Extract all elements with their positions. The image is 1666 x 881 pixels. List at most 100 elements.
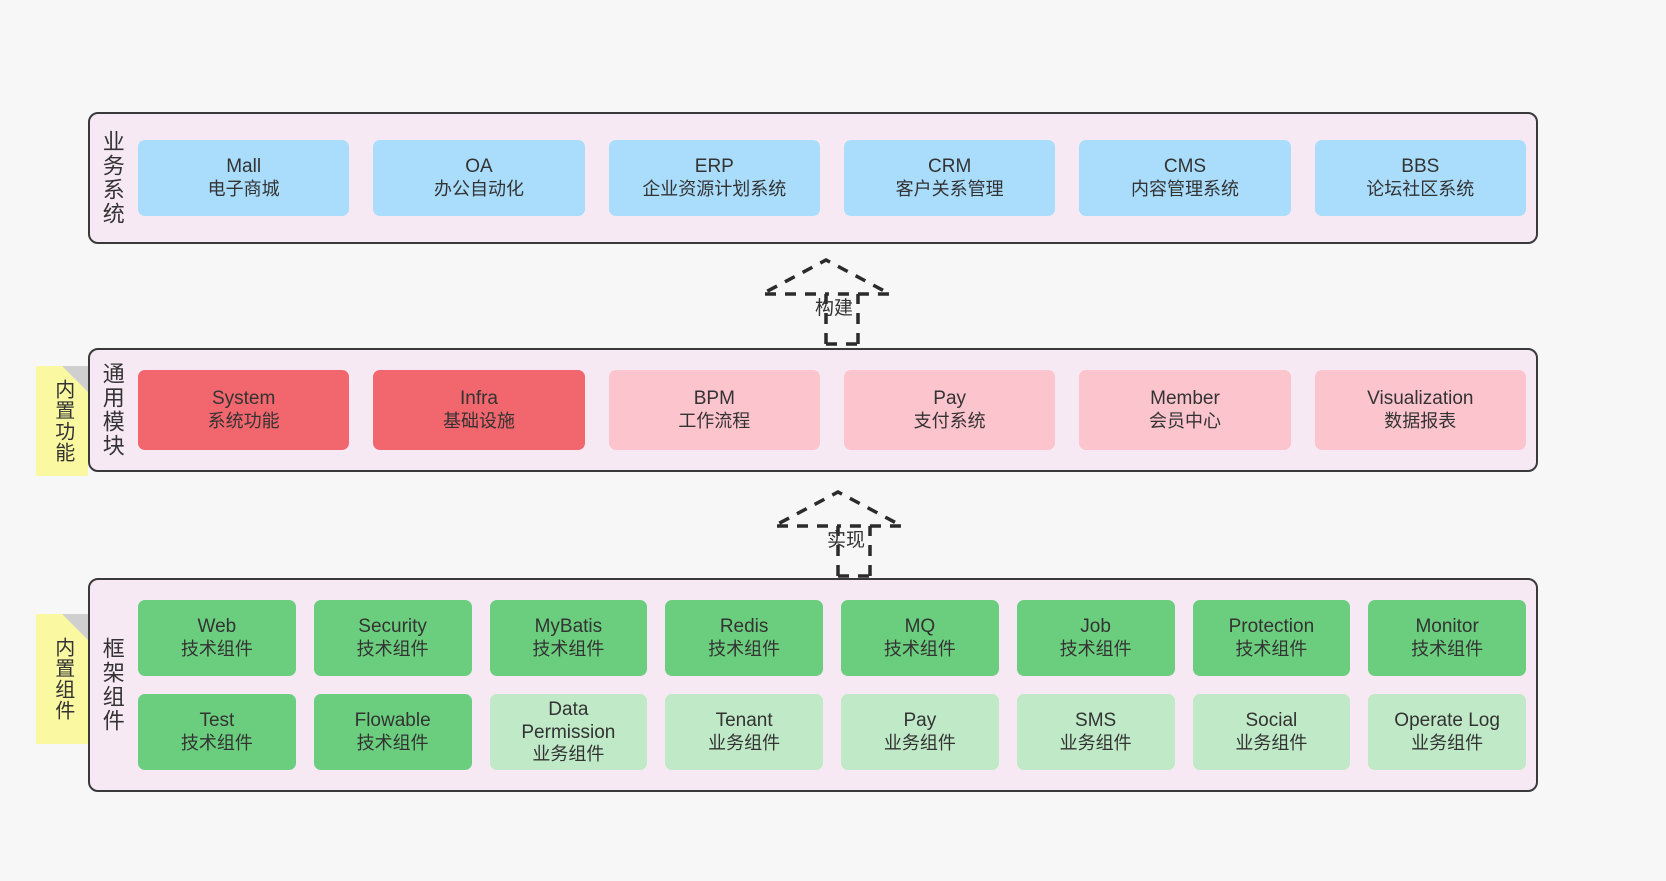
card-subtitle: 业务组件 xyxy=(1059,732,1132,753)
card-subtitle: 技术组件 xyxy=(356,732,429,753)
layer-title-common: 通用模块 xyxy=(99,362,125,458)
card-title: MQ xyxy=(904,616,936,638)
card-subtitle: 业务组件 xyxy=(1235,732,1308,753)
card-subtitle: 工作流程 xyxy=(678,410,751,431)
card-subtitle: 业务组件 xyxy=(532,744,605,765)
card-mybatis[interactable]: MyBatis 技术组件 xyxy=(489,600,648,676)
card-subtitle: 会员中心 xyxy=(1148,410,1221,431)
card-title: Pay xyxy=(933,388,967,410)
card-subtitle: 技术组件 xyxy=(180,638,253,659)
layer-title-framework: 框架组件 xyxy=(99,637,125,733)
card-security[interactable]: Security 技术组件 xyxy=(313,600,472,676)
card-title: Flowable xyxy=(354,710,431,732)
card-bbs[interactable]: BBS 论坛社区系统 xyxy=(1314,140,1526,216)
card-title: SMS xyxy=(1075,710,1117,732)
card-sms[interactable]: SMS 业务组件 xyxy=(1016,694,1175,770)
connector-label-build: 构建 xyxy=(815,298,854,319)
card-crm[interactable]: CRM 客户关系管理 xyxy=(843,140,1056,216)
card-title: Infra xyxy=(459,388,498,410)
card-title: Member xyxy=(1150,388,1220,410)
card-subtitle: 系统功能 xyxy=(207,410,280,431)
card-title: Monitor xyxy=(1415,616,1479,638)
card-title: ERP xyxy=(694,156,734,178)
card-subtitle: 技术组件 xyxy=(356,638,429,659)
card-redis[interactable]: Redis 技术组件 xyxy=(665,600,823,676)
card-title: Visualization xyxy=(1367,388,1474,410)
layer-common-modules: 通用模块 System 系统功能 Infra 基础设施 BPM 工作流程 Pay xyxy=(88,348,1538,472)
card-subtitle: 技术组件 xyxy=(1059,638,1132,659)
card-title: Operate Log xyxy=(1394,710,1500,732)
note-fold-icon xyxy=(62,614,88,640)
card-subtitle: 基础设施 xyxy=(442,410,515,431)
card-title: Mall xyxy=(226,156,262,178)
layer-title-business: 业务系统 xyxy=(99,130,125,226)
card-subtitle: 技术组件 xyxy=(883,638,956,659)
layer-row: System 系统功能 Infra 基础设施 BPM 工作流程 Pay 支付系统… xyxy=(138,370,1526,450)
card-subtitle: 办公自动化 xyxy=(433,178,524,199)
card-tenant[interactable]: Tenant 业务组件 xyxy=(665,694,823,770)
card-subtitle: 企业资源计划系统 xyxy=(642,178,787,199)
card-subtitle: 电子商城 xyxy=(207,178,280,199)
card-subtitle: 业务组件 xyxy=(1411,732,1484,753)
card-infra[interactable]: Infra 基础设施 xyxy=(373,370,585,450)
card-subtitle: 技术组件 xyxy=(1411,638,1484,659)
card-operate-log[interactable]: Operate Log 业务组件 xyxy=(1368,694,1526,770)
card-social[interactable]: Social 业务组件 xyxy=(1192,694,1351,770)
card-title: System xyxy=(211,388,276,410)
card-subtitle: 技术组件 xyxy=(708,638,781,659)
card-data-permission[interactable]: Data Permission 业务组件 xyxy=(489,694,648,770)
card-system[interactable]: System 系统功能 xyxy=(138,370,350,450)
card-bpm[interactable]: BPM 工作流程 xyxy=(608,370,820,450)
card-title: BPM xyxy=(693,388,735,410)
card-cms[interactable]: CMS 内容管理系统 xyxy=(1079,140,1291,216)
layer-body-business: Mall 电子商城 OA 办公自动化 ERP 企业资源计划系统 CRM 客户关系… xyxy=(134,114,1536,242)
card-subtitle: 客户关系管理 xyxy=(895,178,1004,199)
card-title: MyBatis xyxy=(534,616,603,638)
card-title: OA xyxy=(465,156,493,178)
card-visualization[interactable]: Visualization 数据报表 xyxy=(1314,370,1526,450)
note-fold-icon xyxy=(62,366,88,392)
card-web[interactable]: Web 技术组件 xyxy=(138,600,296,676)
card-title: Social xyxy=(1245,710,1298,732)
card-subtitle: 技术组件 xyxy=(1235,638,1308,659)
card-title: Tenant xyxy=(715,710,773,732)
layer-row: Mall 电子商城 OA 办公自动化 ERP 企业资源计划系统 CRM 客户关系… xyxy=(138,140,1526,216)
card-protection[interactable]: Protection 技术组件 xyxy=(1192,600,1351,676)
card-mq[interactable]: MQ 技术组件 xyxy=(841,600,999,676)
sticky-note-builtin-components: 内置组件 xyxy=(36,614,88,744)
layer-business-systems: 业务系统 Mall 电子商城 OA 办公自动化 ERP 企业资源计划系统 CRM xyxy=(88,112,1538,244)
card-monitor[interactable]: Monitor 技术组件 xyxy=(1368,600,1526,676)
card-subtitle: 数据报表 xyxy=(1384,410,1457,431)
card-subtitle: 论坛社区系统 xyxy=(1366,178,1475,199)
card-title: Data Permission xyxy=(521,698,616,744)
card-subtitle: 技术组件 xyxy=(532,638,605,659)
layer-row: Web 技术组件 Security 技术组件 MyBatis 技术组件 Redi… xyxy=(138,600,1526,676)
card-oa[interactable]: OA 办公自动化 xyxy=(373,140,585,216)
card-title: Pay xyxy=(903,710,937,732)
card-member[interactable]: Member 会员中心 xyxy=(1079,370,1291,450)
card-subtitle: 业务组件 xyxy=(883,732,956,753)
card-test[interactable]: Test 技术组件 xyxy=(138,694,296,770)
card-erp[interactable]: ERP 企业资源计划系统 xyxy=(608,140,820,216)
layer-body-framework: Web 技术组件 Security 技术组件 MyBatis 技术组件 Redi… xyxy=(134,580,1536,790)
layer-body-common: System 系统功能 Infra 基础设施 BPM 工作流程 Pay 支付系统… xyxy=(134,350,1536,470)
card-pay[interactable]: Pay 支付系统 xyxy=(843,370,1056,450)
card-subtitle: 内容管理系统 xyxy=(1130,178,1239,199)
sticky-note-label: 内置组件 xyxy=(51,637,74,721)
sticky-note-label: 内置功能 xyxy=(51,379,74,463)
card-flowable[interactable]: Flowable 技术组件 xyxy=(313,694,472,770)
layer-row: Test 技术组件 Flowable 技术组件 Data Permission … xyxy=(138,694,1526,770)
card-subtitle: 技术组件 xyxy=(180,732,253,753)
card-mall[interactable]: Mall 电子商城 xyxy=(138,140,350,216)
card-title: Job xyxy=(1080,616,1111,638)
card-pay-component[interactable]: Pay 业务组件 xyxy=(841,694,999,770)
card-subtitle: 业务组件 xyxy=(708,732,781,753)
card-job[interactable]: Job 技术组件 xyxy=(1016,600,1175,676)
card-title: Protection xyxy=(1228,616,1315,638)
card-title: BBS xyxy=(1401,156,1440,178)
card-title: CRM xyxy=(928,156,972,178)
card-title: Redis xyxy=(719,616,769,638)
layer-framework-components: 框架组件 Web 技术组件 Security 技术组件 MyBatis 技术组件… xyxy=(88,578,1538,792)
card-title: Test xyxy=(199,710,235,732)
